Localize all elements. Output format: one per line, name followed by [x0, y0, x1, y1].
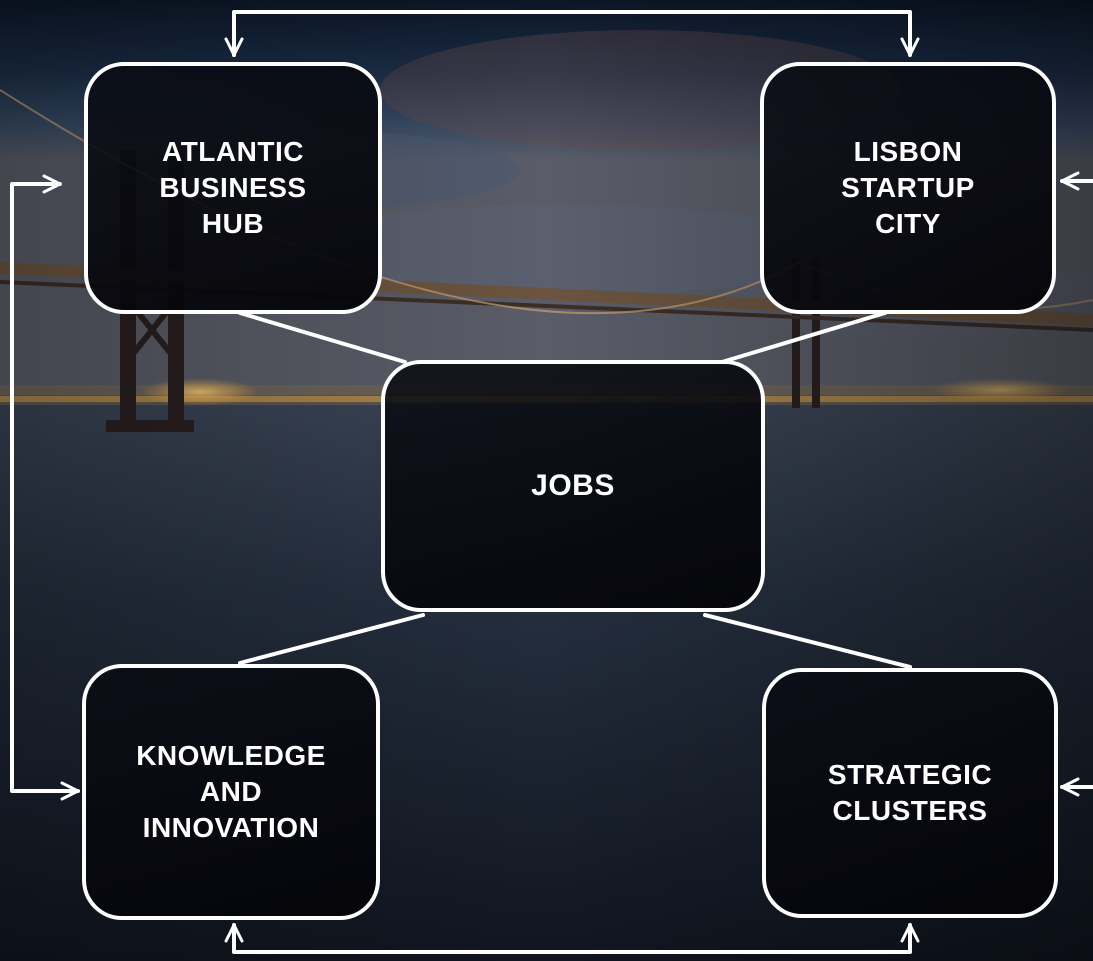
link-lisbon-jobs — [720, 311, 887, 364]
link-strategic-jobs — [703, 613, 912, 669]
node-strategic-clusters: STRATEGIC CLUSTERS — [762, 668, 1058, 918]
node-knowledge-and-innovation: KNOWLEDGE AND INNOVATION — [82, 664, 380, 920]
node-label: ATLANTIC BUSINESS HUB — [159, 136, 307, 239]
connectors — [10, 10, 1093, 954]
link-knowledge-jobs — [238, 613, 425, 665]
center-label: JOBS — [531, 468, 615, 502]
node-lisbon-startup-city: LISBON STARTUP CITY — [760, 62, 1056, 314]
arrow-atlantic-knowledge — [10, 182, 80, 801]
node-jobs-center: JOBS — [381, 360, 765, 612]
node-atlantic-business-hub: ATLANTIC BUSINESS HUB — [84, 62, 382, 314]
node-label: LISBON STARTUP CITY — [841, 136, 975, 239]
link-atlantic-jobs — [238, 311, 407, 364]
node-label: KNOWLEDGE AND INNOVATION — [136, 740, 326, 843]
node-label: STRATEGIC CLUSTERS — [827, 759, 993, 826]
